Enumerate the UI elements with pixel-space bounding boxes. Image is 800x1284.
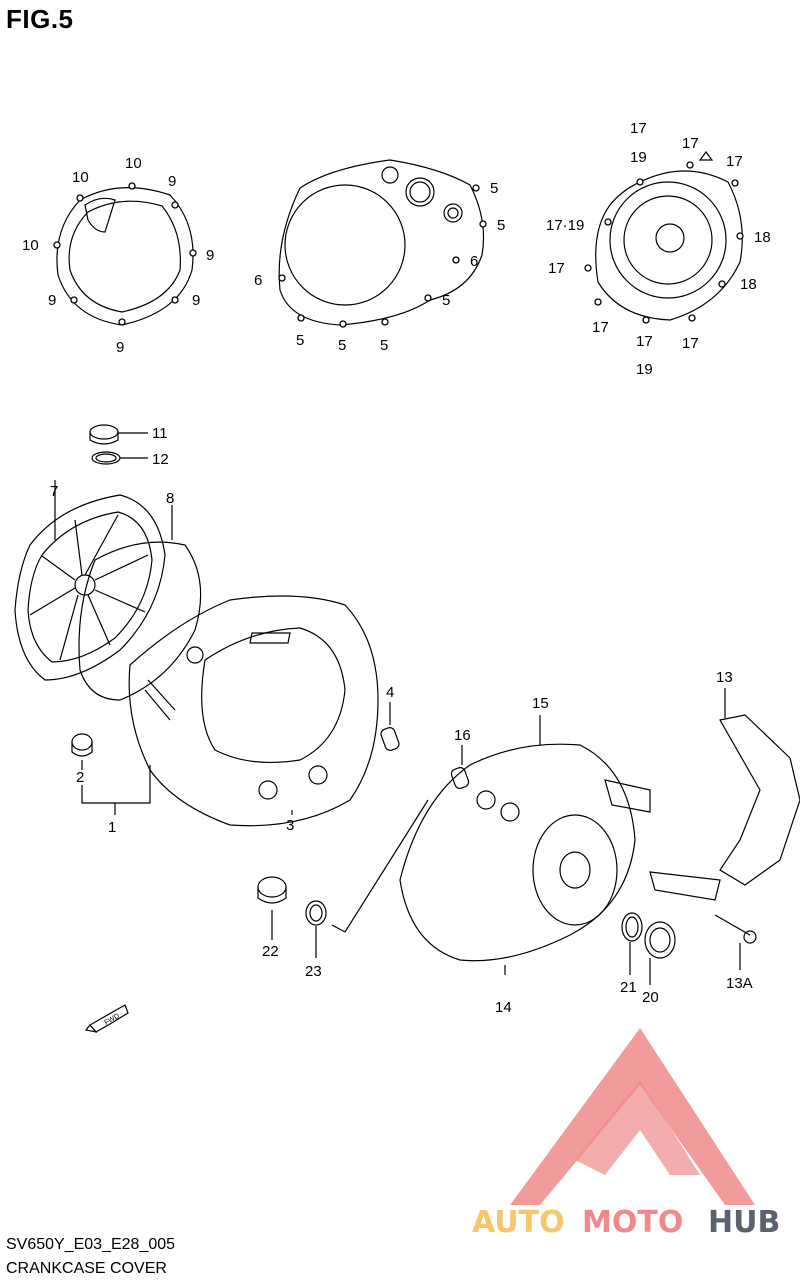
leader-bracket-1 (81, 765, 151, 815)
callout-16: 16 (454, 727, 471, 744)
drain-bolt (257, 876, 287, 940)
dowel-pin-16 (450, 745, 470, 789)
callout-5: 5 (338, 337, 346, 354)
callout-19: 19 (630, 149, 647, 166)
logo-text-moto: MOTO (582, 1205, 683, 1240)
sprocket-cover (649, 688, 800, 901)
callout-labels: 10 10 10 9 9 9 9 9 5 5 5 5 5 5 6 6 17 19… (22, 120, 771, 1016)
callout-1: 1 (108, 819, 116, 836)
callout-17: 17 (636, 333, 653, 350)
callout-18: 18 (754, 229, 771, 246)
callout-17: 17 (630, 120, 647, 137)
callout-17: 17 (682, 335, 699, 352)
callout-17-19: 17·19 (546, 217, 584, 234)
logo-text-auto: AUTO (472, 1205, 565, 1240)
callout-17: 17 (548, 260, 565, 277)
callout-15: 15 (532, 695, 549, 712)
callout-17: 17 (726, 153, 743, 170)
gasket-crankcase-cover (278, 159, 487, 328)
callout-4: 4 (386, 684, 394, 701)
cover-seal-ring (78, 505, 202, 701)
inspection-cap (644, 921, 676, 985)
diagram-name: CRANKCASE COVER (6, 1260, 167, 1277)
callout-6: 6 (254, 272, 262, 289)
callout-5: 5 (442, 292, 450, 309)
callout-5: 5 (490, 180, 498, 197)
callout-11: 11 (152, 425, 168, 442)
callout-9: 9 (168, 173, 176, 190)
callout-9: 9 (48, 292, 56, 309)
callout-2: 2 (76, 769, 84, 786)
callout-19: 19 (636, 361, 653, 378)
callout-9: 9 (206, 247, 214, 264)
callout-7: 7 (50, 483, 58, 500)
callout-3: 3 (286, 817, 294, 834)
forward-arrow-label: FWD (103, 1013, 120, 1027)
callout-21: 21 (620, 979, 637, 996)
callout-12: 12 (152, 451, 169, 468)
callout-14: 14 (495, 999, 512, 1016)
generator-cover (399, 715, 651, 975)
logo-triangle-inner (575, 1080, 700, 1175)
callout-17: 17 (682, 135, 699, 152)
callout-8: 8 (166, 490, 174, 507)
callout-5: 5 (380, 337, 388, 354)
o-ring-21 (621, 912, 643, 975)
callout-17: 17 (592, 319, 609, 336)
gasket-washer (305, 799, 429, 958)
callout-5: 5 (296, 332, 304, 349)
watermark-logo: AUTO MOTO HUB (472, 1028, 780, 1240)
logo-triangle-outer (510, 1028, 755, 1205)
bolt (714, 914, 757, 970)
callout-13: 13 (716, 669, 733, 686)
dowel-pin (380, 702, 400, 751)
clutch-cover-plate (14, 480, 166, 681)
callout-9: 9 (192, 292, 200, 309)
logo-text-hub: HUB (708, 1205, 780, 1240)
callout-18: 18 (740, 276, 757, 293)
callout-6: 6 (470, 253, 478, 270)
figure-title: FIG.5 (6, 4, 74, 34)
gasket-clutch-cover (53, 182, 197, 326)
callout-9: 9 (116, 339, 124, 356)
callout-5: 5 (497, 217, 505, 234)
o-ring (91, 451, 148, 465)
forward-arrow-icon: FWD (84, 1004, 129, 1033)
clutch-cover (128, 595, 379, 827)
filler-cap (89, 424, 148, 445)
gasket-generator-cover (584, 151, 744, 324)
oil-plug (71, 733, 93, 770)
callout-20: 20 (642, 989, 659, 1006)
callout-13A: 13A (726, 975, 753, 992)
callout-10: 10 (22, 237, 39, 254)
diagram-code: SV650Y_E03_E28_005 (6, 1236, 176, 1253)
callout-10: 10 (125, 155, 142, 172)
callout-10: 10 (72, 169, 89, 186)
callout-23: 23 (305, 963, 322, 980)
callout-22: 22 (262, 943, 279, 960)
